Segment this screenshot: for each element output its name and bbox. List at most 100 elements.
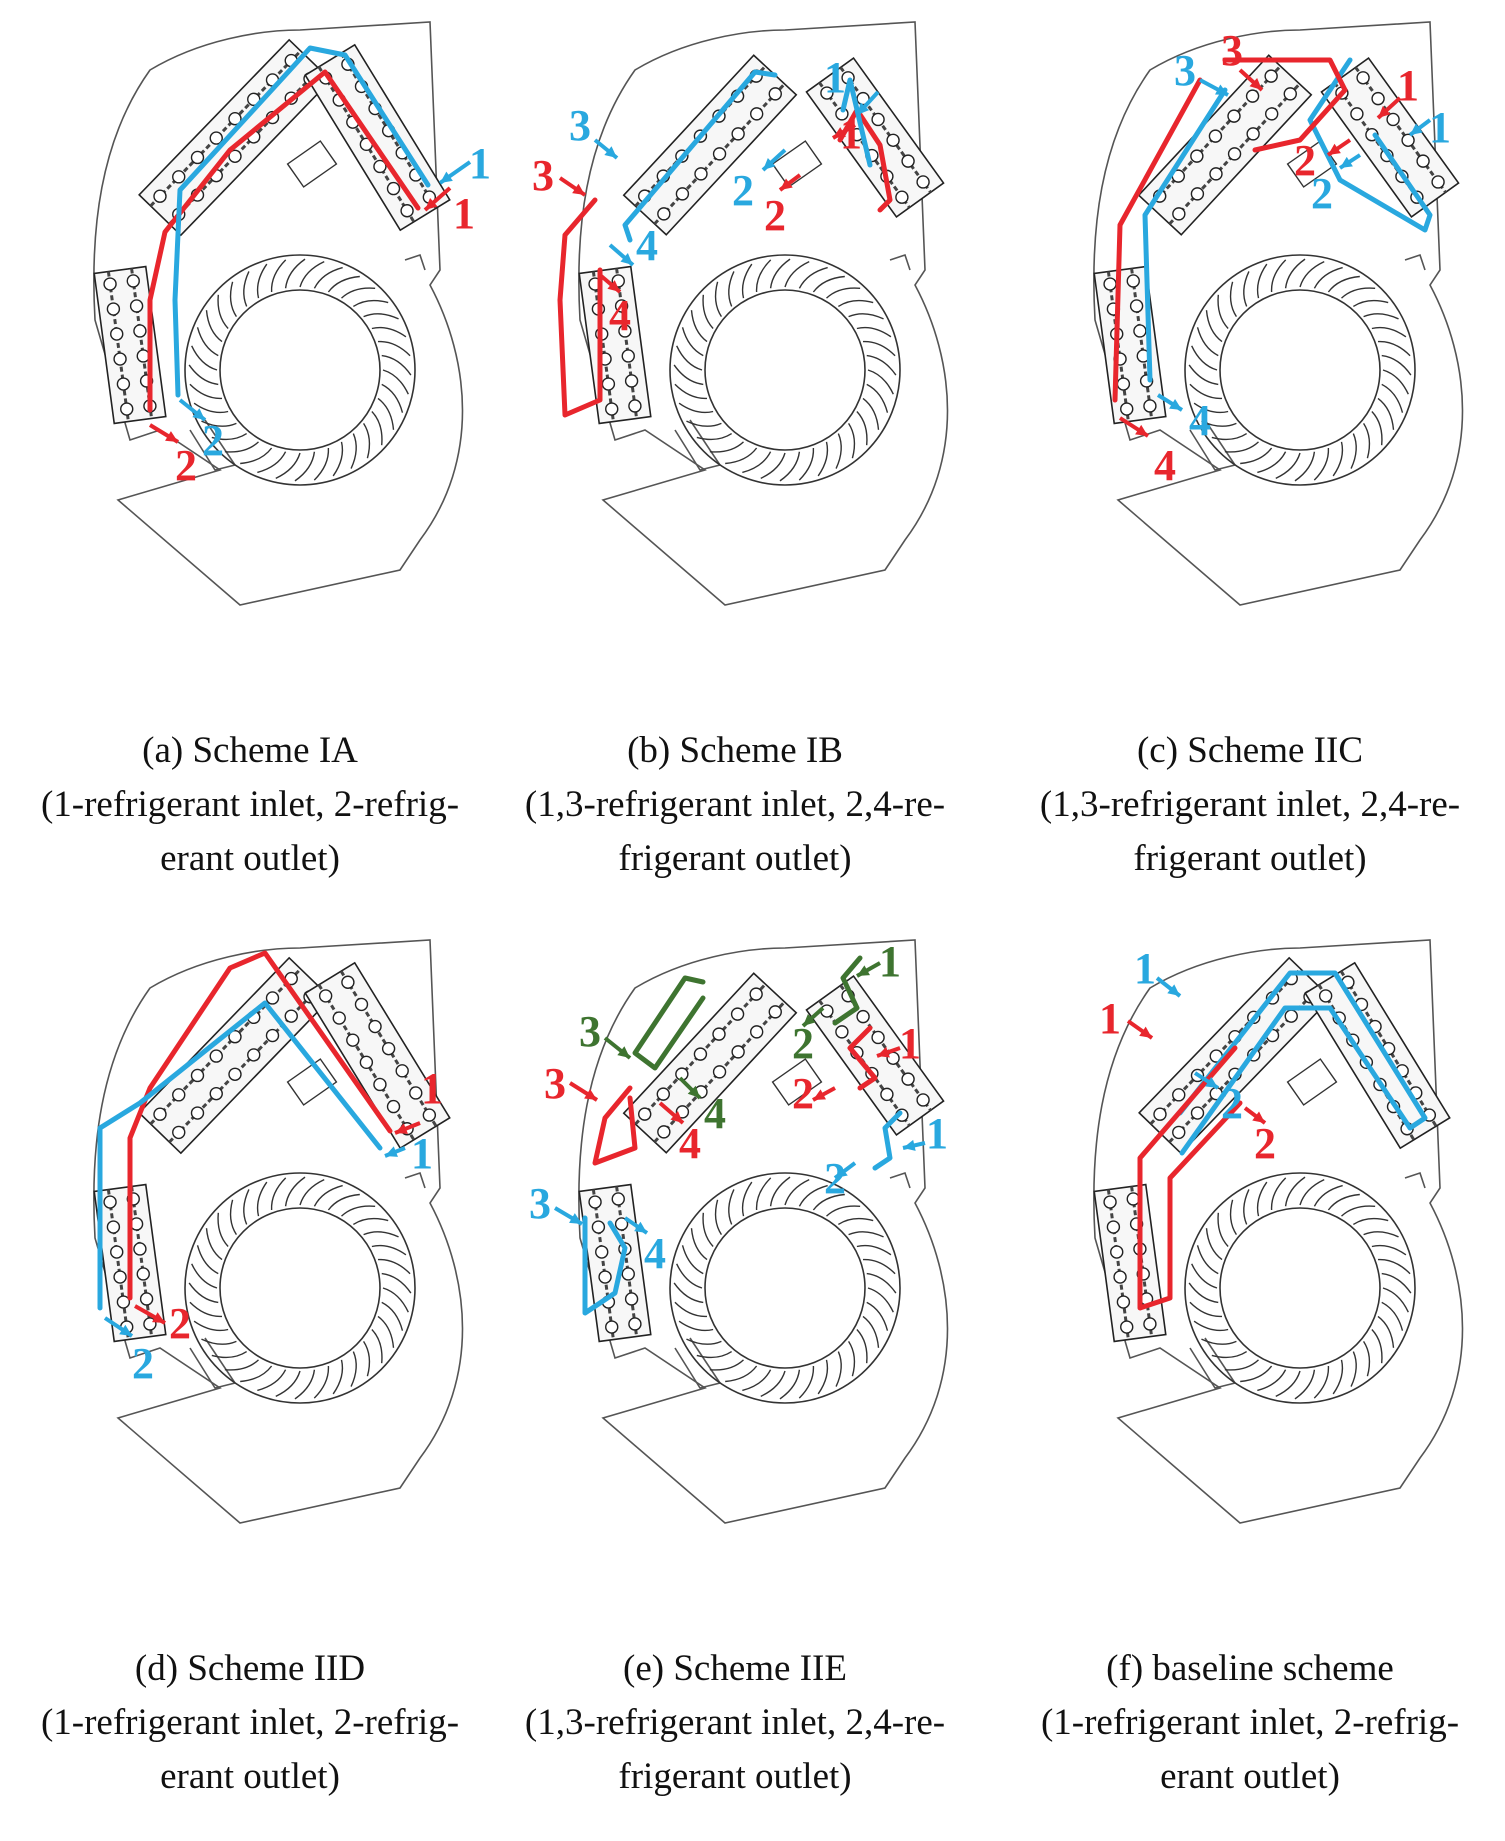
fan-blade — [812, 1193, 845, 1211]
caption-d-title: (d) Scheme IID — [134, 1648, 366, 1689]
tube — [656, 1087, 670, 1101]
fan-blade — [866, 1301, 889, 1331]
arrow-head — [1410, 123, 1423, 135]
fan-blade — [1294, 451, 1316, 482]
fan-blade — [1371, 411, 1383, 446]
fan-blade — [769, 258, 791, 289]
fan-blade — [867, 369, 894, 395]
inlet-arrow-blue-1 — [1408, 118, 1432, 137]
coil-fins — [615, 1186, 639, 1337]
caption-c-line3: frigerant outlet) — [1133, 838, 1367, 879]
fan-blade — [686, 420, 722, 427]
coil-section — [138, 956, 332, 1155]
coil-fins — [615, 268, 639, 419]
tube — [618, 324, 632, 338]
tube — [1172, 1088, 1186, 1102]
tube — [110, 1245, 124, 1259]
tube — [190, 1068, 205, 1083]
fan-blade — [371, 411, 383, 446]
arrow-head — [1252, 1111, 1265, 1123]
fan-blade — [817, 441, 829, 477]
arrow-head — [152, 1312, 165, 1323]
inlet-arrow-blue-3 — [1199, 78, 1229, 97]
tube — [731, 1045, 745, 1059]
tube — [611, 1192, 625, 1206]
arrow-head — [1249, 77, 1262, 90]
fan-blade — [817, 1359, 829, 1395]
fan-blade — [755, 1177, 772, 1211]
fan-blade — [1363, 313, 1399, 320]
caption-b: (b) Scheme IB (1,3-refrigerant inlet, 2,… — [485, 724, 985, 886]
fan-blade — [217, 294, 229, 329]
fan-blade — [327, 275, 360, 293]
port-label: 4 — [704, 1089, 726, 1138]
fan-blade — [798, 447, 815, 481]
arrow-head — [1378, 105, 1391, 118]
tube — [110, 327, 124, 341]
tube — [386, 181, 401, 196]
fan-blade — [1229, 1199, 1238, 1236]
port-label: 2 — [764, 191, 786, 240]
tube — [1245, 89, 1260, 103]
port-label: 2 — [132, 1339, 154, 1388]
fan-blade — [217, 1212, 229, 1247]
fan-blade — [728, 1189, 735, 1225]
arrow-head — [165, 431, 178, 442]
fan-blade — [862, 340, 896, 357]
fan-blade — [243, 271, 250, 307]
coil-section — [1093, 265, 1167, 425]
arrow-head — [670, 1111, 683, 1123]
fan-blade — [205, 310, 223, 343]
fan-blade — [191, 1263, 218, 1289]
port-label: 2 — [169, 1299, 191, 1348]
fan-blade — [270, 1177, 287, 1211]
fan-blade — [270, 259, 287, 293]
fan-blade — [341, 1205, 376, 1217]
inlet-arrow-blue-1 — [1155, 976, 1182, 998]
fan-blade — [1188, 1282, 1219, 1304]
outlet-arrow-blue-2 — [1193, 1071, 1220, 1090]
inlet-arrow-blue-3 — [553, 1206, 584, 1226]
port-label: 1 — [879, 937, 901, 986]
tube — [1227, 147, 1242, 161]
port-label: 2 — [732, 166, 754, 215]
fan-blade — [294, 451, 316, 482]
outlet-arrow-red-4 — [598, 273, 622, 294]
coil-fins — [1130, 268, 1154, 419]
refrigerant-path-red — [1137, 1045, 1243, 1311]
fan-blade — [755, 259, 772, 293]
inlet-arrow-green-3 — [603, 1036, 632, 1060]
fan-blade — [188, 364, 219, 386]
fan-blade — [1205, 1228, 1223, 1261]
fan-blade — [1201, 420, 1237, 427]
arrow-head — [1169, 399, 1182, 410]
caption-a-line2: (1-refrigerant inlet, 2-refrig- — [40, 784, 460, 825]
fan-blade — [362, 422, 371, 459]
tube — [400, 204, 414, 218]
caption-f-title: (f) baseline scheme — [1106, 1648, 1394, 1689]
fan-blade — [856, 326, 892, 338]
fan-blade — [678, 1320, 714, 1332]
tube — [113, 352, 127, 366]
arrow-head — [763, 157, 776, 170]
fan-outer-ring — [184, 254, 416, 486]
fan-blade — [1284, 1176, 1306, 1207]
tube — [916, 175, 930, 189]
tube — [601, 377, 616, 391]
fan-blade — [341, 287, 376, 299]
fan-blade — [362, 1340, 371, 1377]
tube — [373, 159, 387, 174]
fan-blade — [350, 1351, 357, 1387]
tube — [103, 277, 117, 291]
tube — [190, 150, 205, 165]
port-label: 4 — [1189, 396, 1211, 445]
fan-blade — [784, 1179, 810, 1206]
tube — [871, 1030, 885, 1045]
fan-blade — [1350, 433, 1357, 469]
fan-blade — [686, 1338, 722, 1345]
fan-blade — [1371, 326, 1407, 338]
fan-blade — [714, 281, 723, 318]
